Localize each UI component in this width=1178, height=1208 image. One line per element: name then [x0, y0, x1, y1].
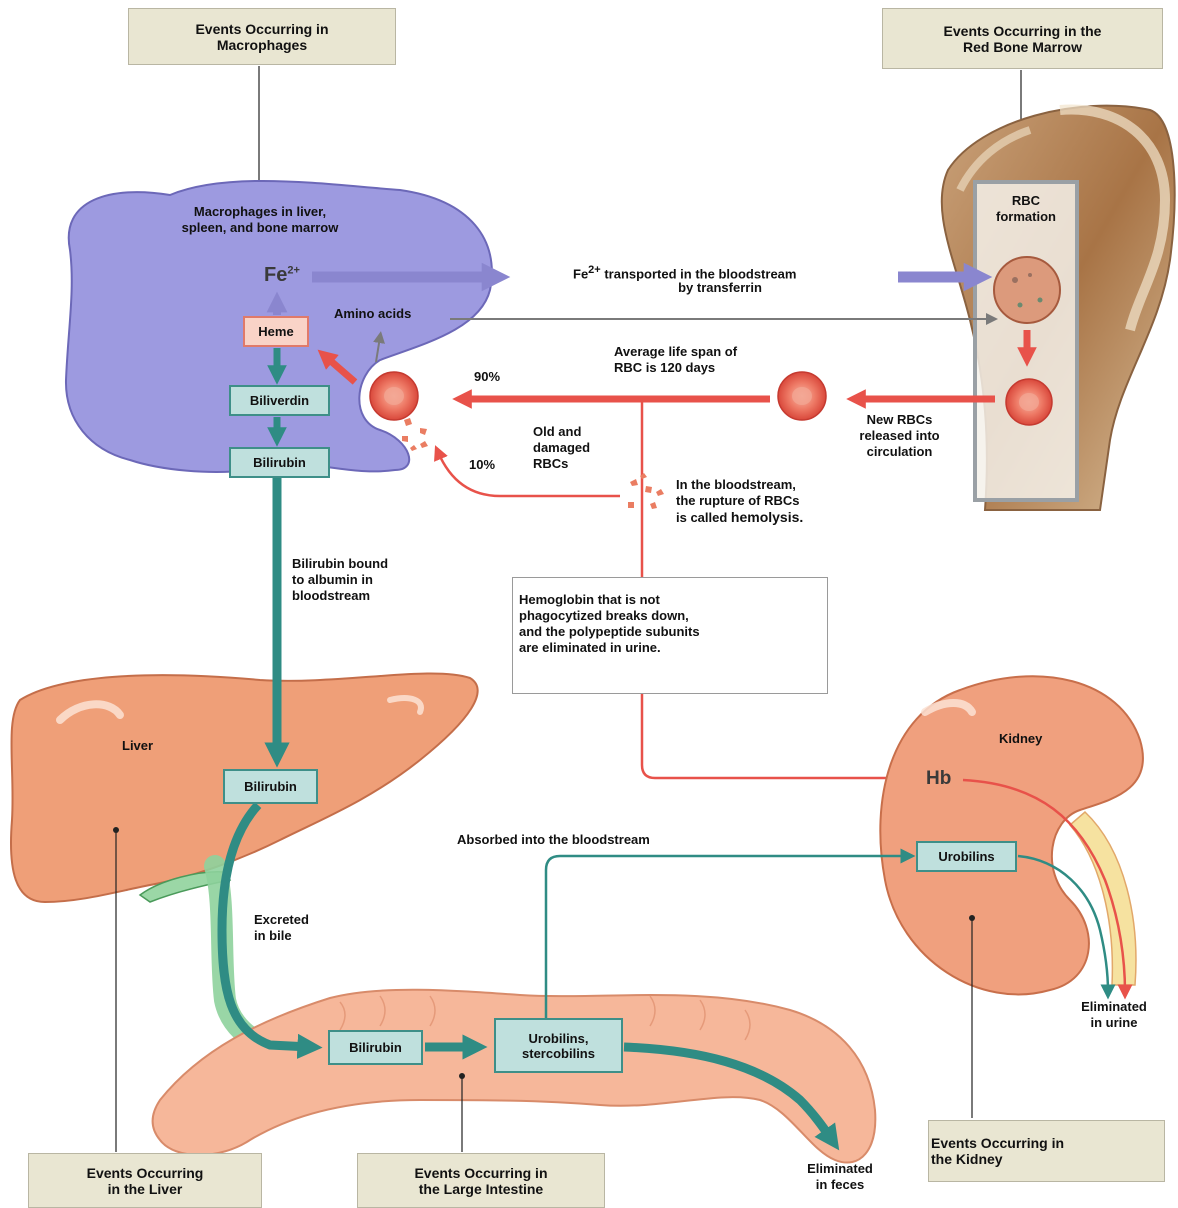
eliminated-feces-label: Eliminated in feces: [795, 1161, 885, 1193]
header-large-intestine: Events Occurring in the Large Intestine: [357, 1153, 605, 1208]
rbc-formation-label: RBC formation: [978, 193, 1074, 225]
rbc-fragments-bloodstream: [628, 473, 664, 509]
bilirubin-box-liver: Bilirubin: [223, 769, 318, 804]
fe-ion-label: Fe2+: [264, 264, 300, 287]
biliverdin-box: Biliverdin: [229, 385, 330, 416]
header-liver: Events Occurring in the Liver: [28, 1153, 262, 1208]
urobilins-box-kidney: Urobilins: [916, 841, 1017, 872]
eliminated-urine-label: Eliminated in urine: [1068, 999, 1160, 1031]
ten-percent-label: 10%: [469, 457, 495, 473]
liver-label: Liver: [122, 738, 153, 754]
new-rbcs-label: New RBCs released into circulation: [842, 412, 957, 460]
urobilins-stercobilins-box: Urobilins, stercobilins: [494, 1018, 623, 1073]
bilirubin-box-macrophage: Bilirubin: [229, 447, 330, 478]
life-span-label: Average life span of RBC is 120 days: [614, 344, 737, 376]
absorbed-label: Absorbed into the bloodstream: [457, 832, 650, 848]
ninety-percent-label: 90%: [474, 369, 500, 385]
transferrin-label: by transferrin: [620, 280, 820, 296]
bilirubin-bound-label: Bilirubin bound to albumin in bloodstrea…: [292, 556, 388, 604]
old-damaged-rbcs-label: Old and damaged RBCs: [533, 424, 590, 472]
header-bone-marrow: Events Occurring in the Red Bone Marrow: [882, 8, 1163, 69]
stem-cell-icon: [994, 257, 1060, 323]
hemolysis-label: In the bloodstream, the rupture of RBCs …: [676, 477, 803, 526]
macrophage-title: Macrophages in liver, spleen, and bone m…: [150, 204, 370, 236]
hb-label: Hb: [926, 768, 951, 790]
kidney-label: Kidney: [999, 731, 1042, 747]
excreted-in-bile-label: Excreted in bile: [254, 912, 309, 944]
amino-acids-label: Amino acids: [334, 306, 411, 322]
hemoglobin-note-box: Hemoglobin that is not phagocytized brea…: [512, 577, 828, 694]
heme-box: Heme: [243, 316, 309, 347]
header-kidney: Events Occurring in the Kidney: [928, 1120, 1165, 1182]
header-macrophages: Events Occurring in Macrophages: [128, 8, 396, 65]
rbc-fragments-macrophage: [402, 418, 428, 451]
bilirubin-box-intestine: Bilirubin: [328, 1030, 423, 1065]
